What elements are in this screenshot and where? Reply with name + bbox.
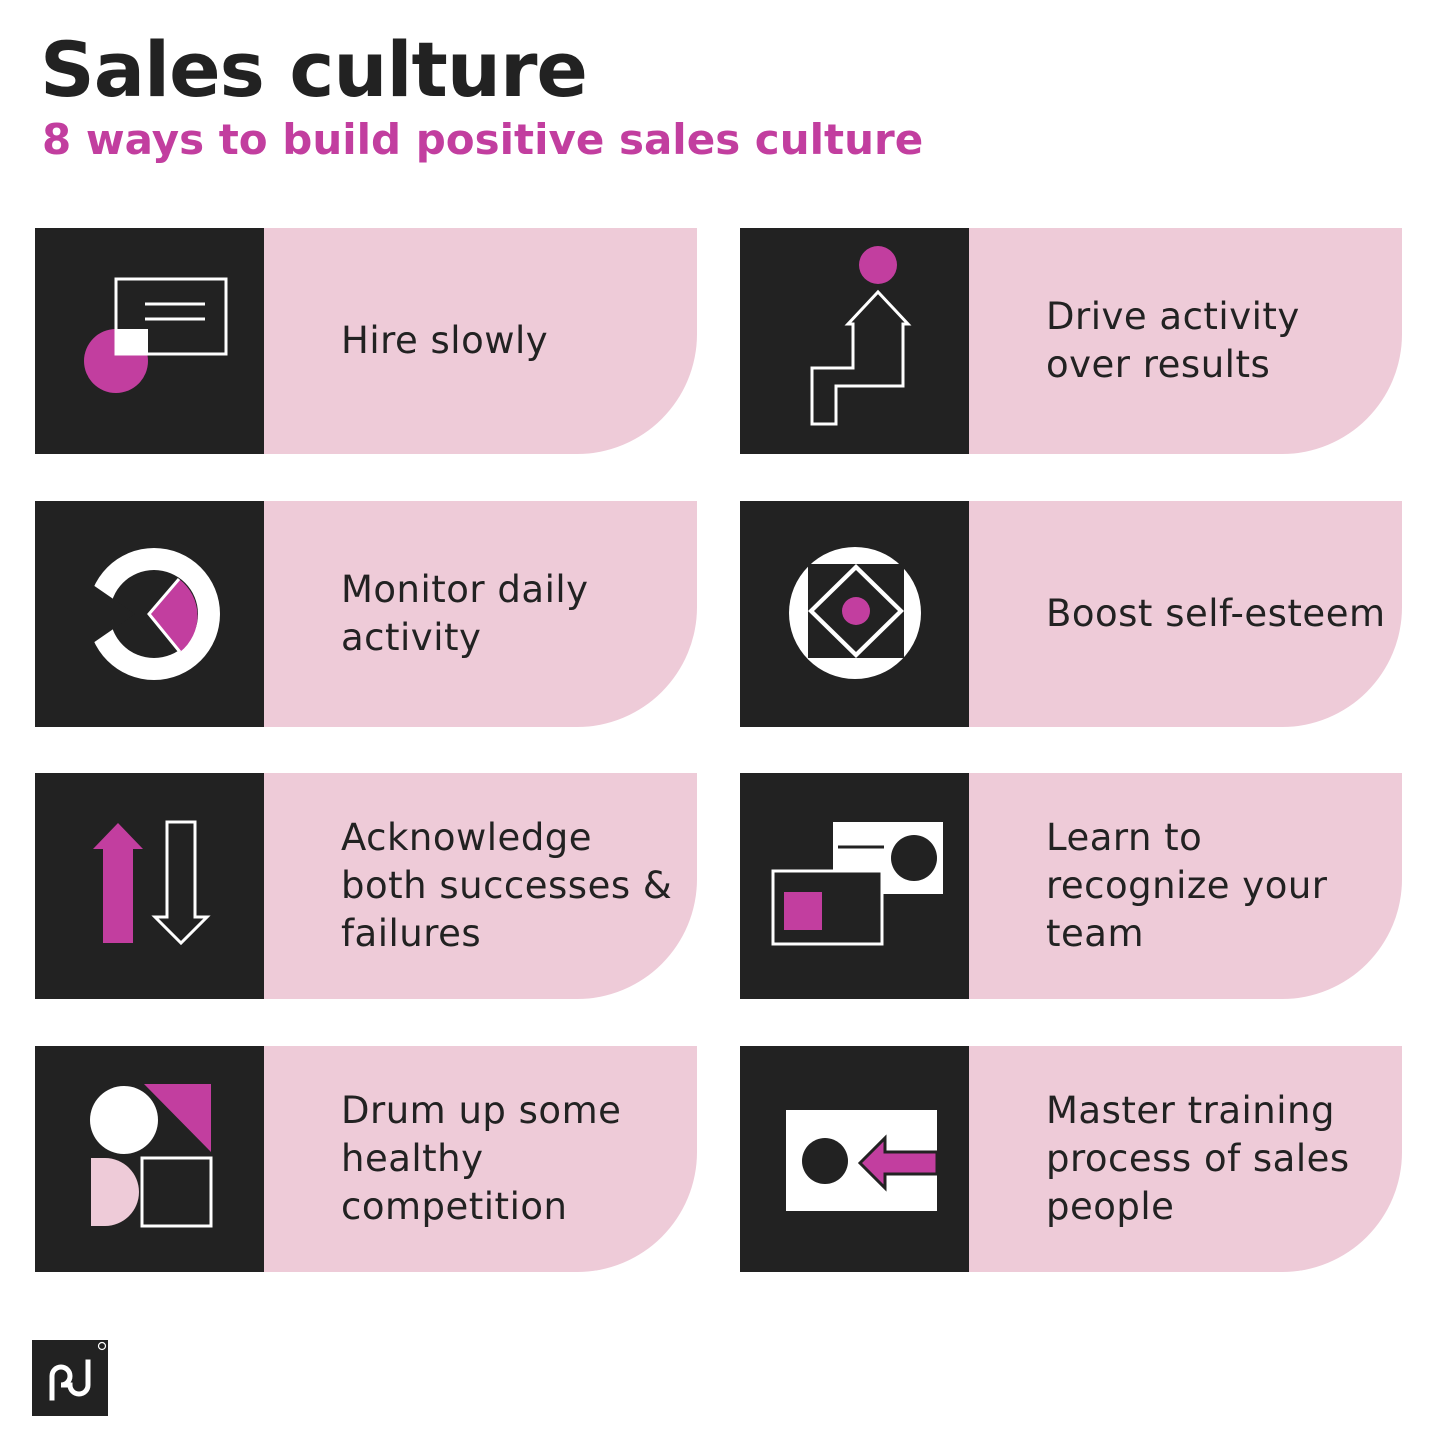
zigzag-arrow-up-icon [810,246,912,426]
card-icon-box [35,228,264,454]
card-label: Drum up some healthy competition [341,1089,622,1228]
card-label: Master training process of sales people [1046,1089,1350,1228]
card-text-box: Drive activity over results [969,228,1402,454]
card-text-box: Learn to recognize your team [969,773,1402,999]
card-icon-box [740,228,969,454]
card-master-training: Master training process of sales people [740,1046,1402,1272]
card-text-box: Boost self-esteem [969,501,1402,727]
card-label: Boost self-esteem [1046,592,1386,635]
card-text-box: Hire slowly [264,228,697,454]
card-icon-box [35,1046,264,1272]
card-boost-self-esteem: Boost self-esteem [740,501,1402,727]
page-title: Sales culture [40,25,588,114]
card-label: Monitor daily activity [341,568,589,659]
card-label: Drive activity over results [1046,295,1300,386]
id-cards-icon [771,822,943,946]
card-acknowledge: Acknowledge both successes & failures [35,773,697,999]
arrow-to-dot-icon [786,1110,939,1211]
card-label: Hire slowly [341,319,549,362]
up-down-arrows-icon [93,820,211,946]
card-monitor-daily: Monitor daily activity [35,501,697,727]
card-icon-box [35,501,264,727]
card-text-box: Drum up some healthy competition [264,1046,697,1272]
pd-logo [32,1340,108,1416]
pie-gauge-icon [80,548,220,680]
geometric-shapes-icon [90,1084,213,1228]
card-text-box: Acknowledge both successes & failures [264,773,697,999]
diamond-in-circle-icon [789,547,921,679]
card-label: Learn to recognize your team [1046,816,1328,955]
card-hire-slowly: Hire slowly [35,228,697,454]
card-label: Acknowledge both successes & failures [341,816,673,955]
card-text-box: Monitor daily activity [264,501,697,727]
card-text-box: Master training process of sales people [969,1046,1402,1272]
pd-logo-icon [49,1341,107,1401]
card-icon-box [35,773,264,999]
card-icon-box [740,1046,969,1272]
card-icon-box [740,773,969,999]
card-recognize-team: Learn to recognize your team [740,773,1402,999]
page-subtitle: 8 ways to build positive sales culture [42,115,924,164]
card-drive-activity: Drive activity over results [740,228,1402,454]
card-healthy-competition: Drum up some healthy competition [35,1046,697,1272]
card-icon-box [740,501,969,727]
presentation-board-icon [84,277,228,393]
